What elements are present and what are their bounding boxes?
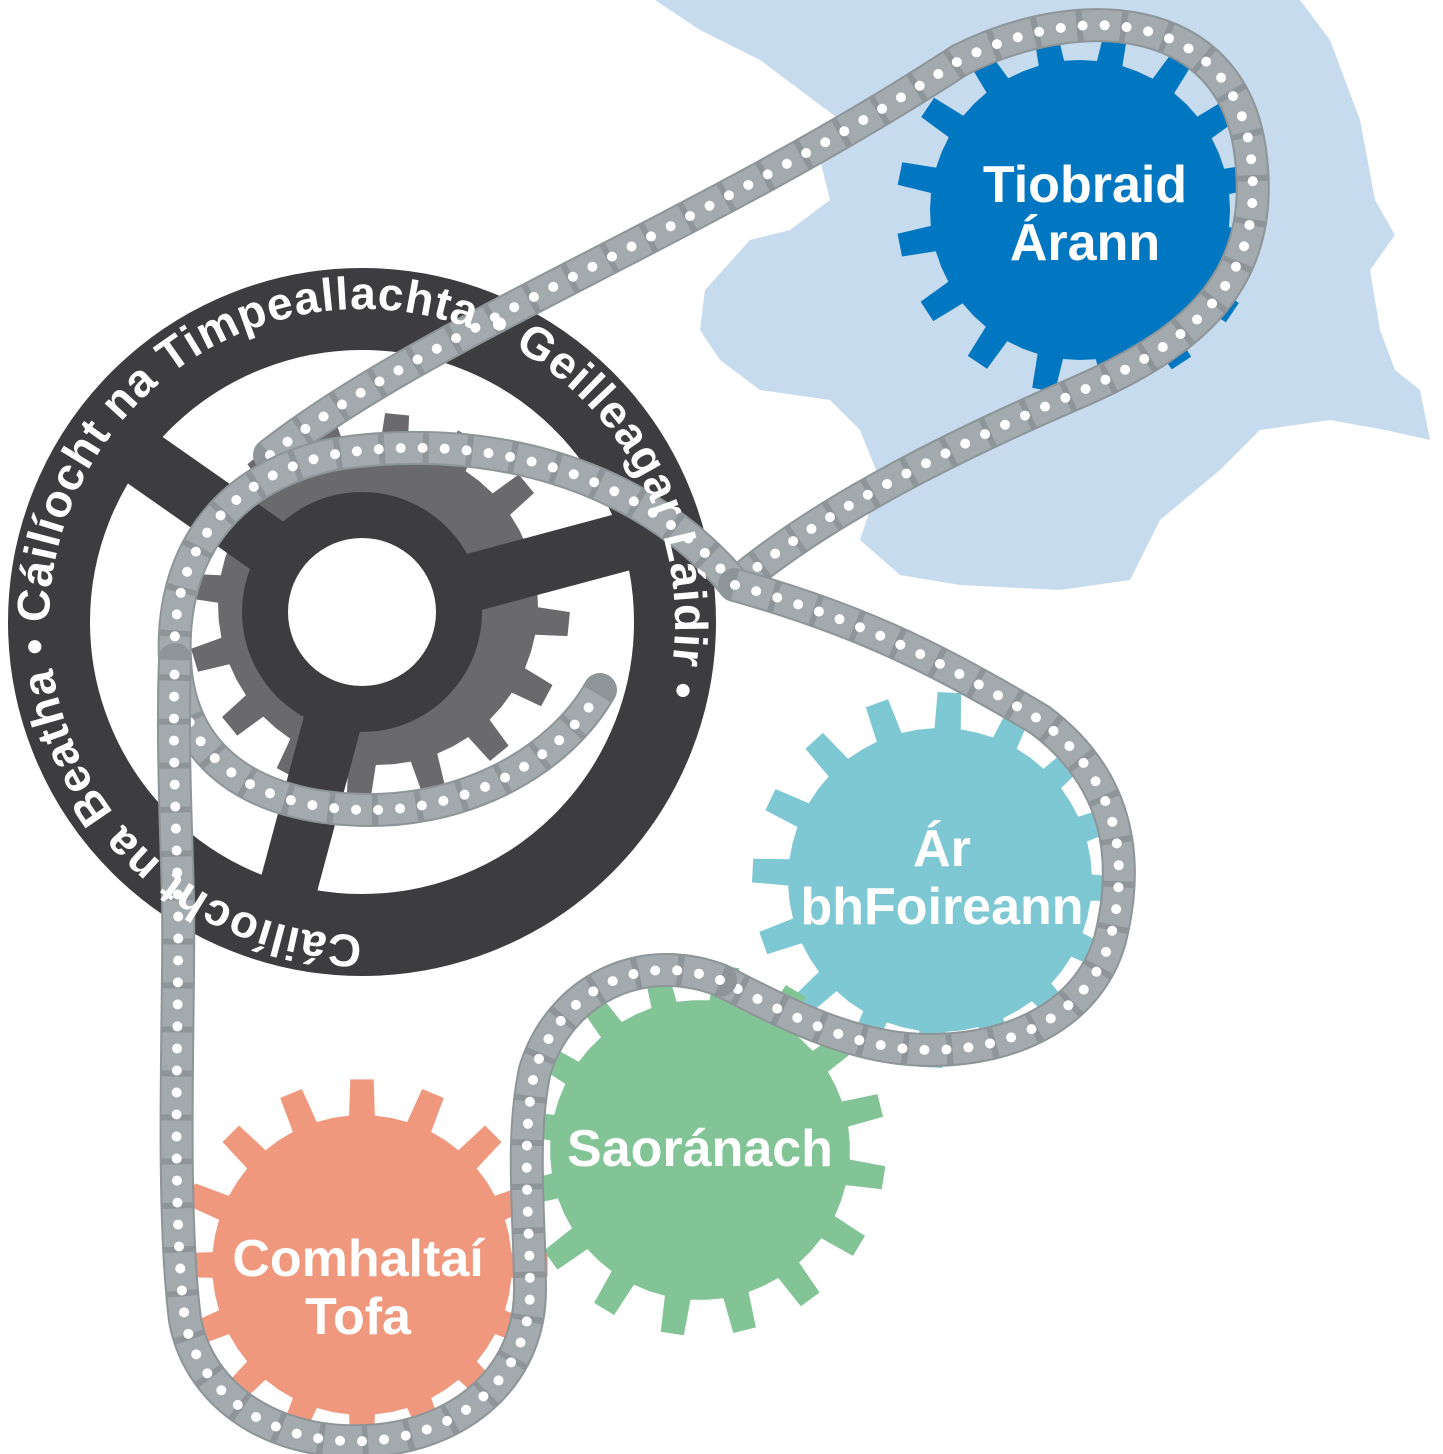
gear-label-members-1: Comhaltaí [232,1230,485,1288]
gear-label-tipperary-1: Tiobraid [983,156,1187,214]
chain-links [158,659,726,1454]
gear-label-tipperary-2: Árann [1010,214,1160,272]
main-wheel [8,268,716,976]
gear-label-staff-1: Ár [913,820,971,878]
wheel-hub-hole [288,538,436,686]
chain-pins [169,442,740,816]
gear-label-citizen: Saoránach [567,1120,833,1178]
gear-label-staff-2: bhFoireann [800,878,1083,936]
chain-staff-loop [703,568,1136,1068]
chain-links [713,570,1134,1066]
chain-inner-loop [157,430,752,828]
wheel-rim [8,268,716,976]
gear-staff [752,692,1128,1068]
chain-links [260,10,1268,597]
gear-tipperary [897,27,1263,393]
chain-tipperary-loop [253,8,1270,602]
gear-members [176,1079,548,1451]
gear-citizen [514,964,886,1336]
chain-citizen-loop [156,643,737,1454]
bicycle-chain [156,8,1270,1454]
gear-label-members-2: Tofa [305,1288,412,1346]
